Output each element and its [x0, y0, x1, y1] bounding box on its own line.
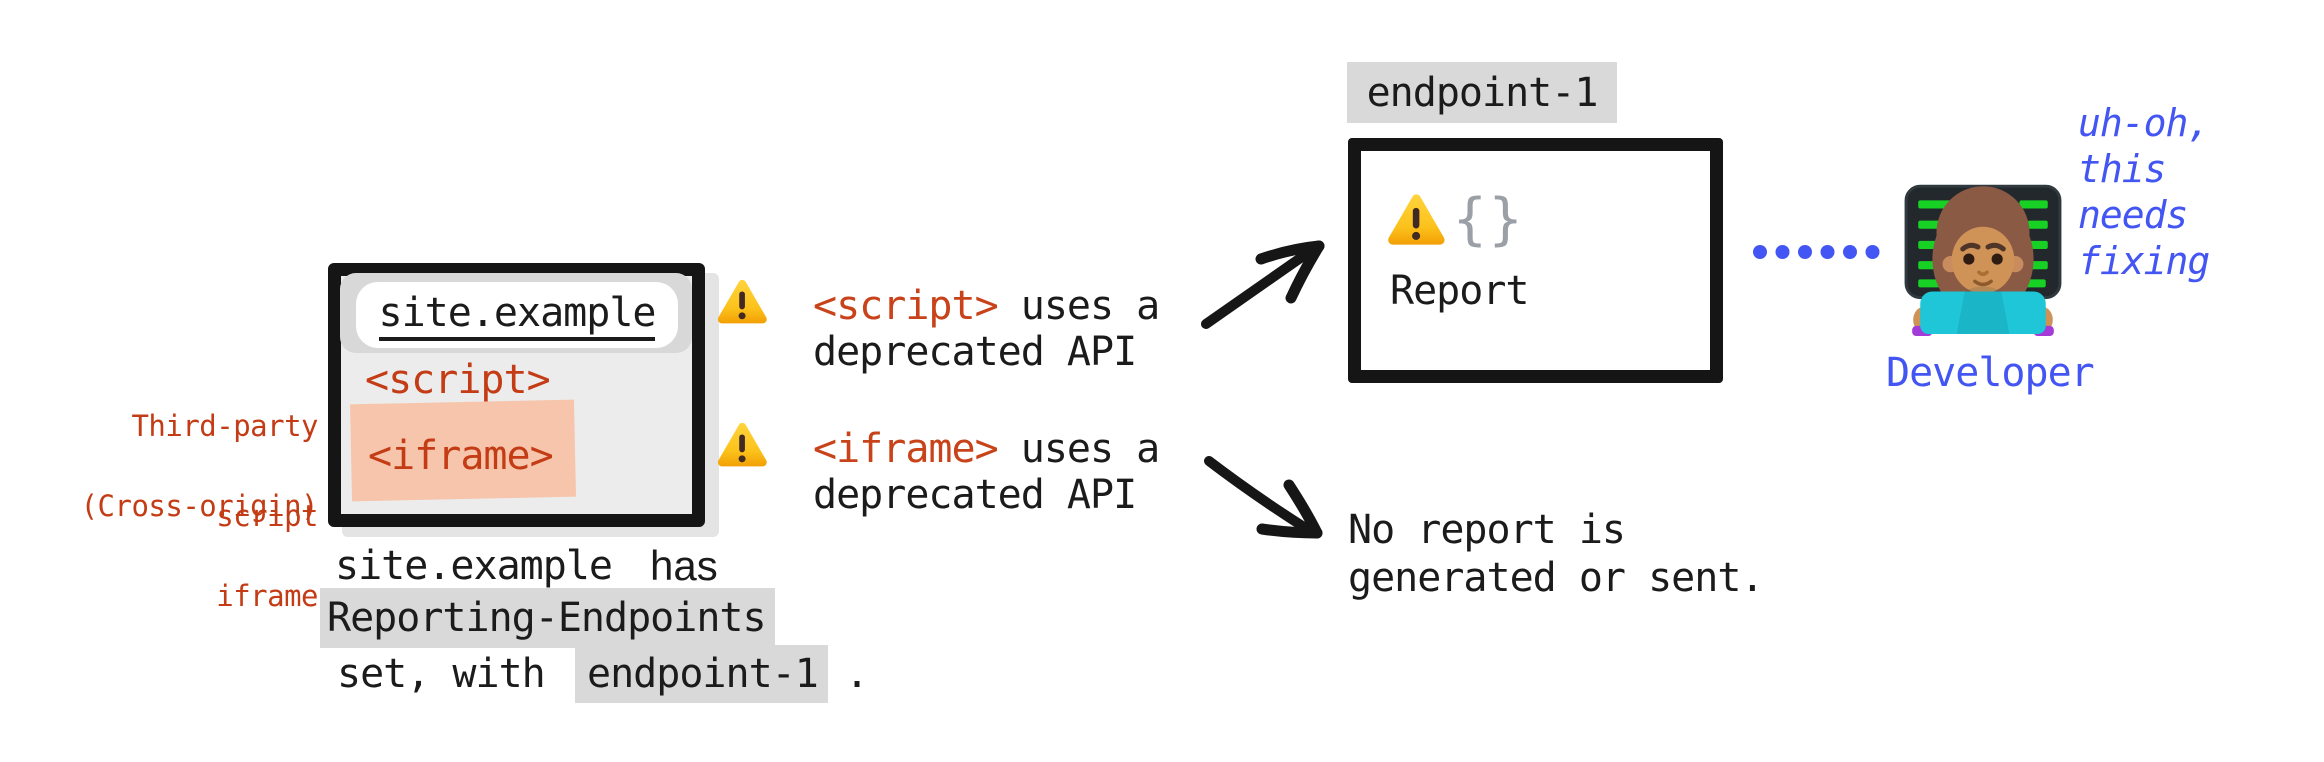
address-bar: site.example — [356, 282, 678, 348]
caption-line1: site.example — [335, 543, 613, 594]
caption-endpoint1-highlight: endpoint-1 — [575, 645, 828, 703]
developer-thought-line2: this — [2078, 147, 2167, 191]
third-party-script-label-line1: Third-party — [131, 409, 318, 443]
warning-triangle-icon — [717, 279, 767, 324]
caption-line3-pre: set, with — [337, 651, 546, 697]
report-braces-icon: {} — [1453, 187, 1525, 252]
warning-2-text: <iframe> uses a deprecated API — [813, 426, 1160, 518]
developer-thought-line4: fixing — [2078, 239, 2210, 283]
endpoint-box — [1348, 138, 1723, 383]
caption-reporting-endpoints: Reporting-Endpoints — [327, 595, 767, 641]
warning-1-line1: <script> uses a — [813, 283, 1160, 329]
endpoint-label-highlight: endpoint-1 — [1347, 62, 1617, 123]
caption-line1-rest: has — [650, 542, 718, 589]
developer-thought-line1: uh-oh, — [2078, 101, 2210, 145]
report-label: Report — [1390, 268, 1529, 314]
developer-label: Developer — [1886, 350, 2095, 396]
warning-2-line1: <iframe> uses a — [813, 426, 1160, 472]
warning-1-suffix: uses a — [997, 283, 1160, 329]
third-party-script-label-line2: script — [216, 499, 318, 533]
arrow-to-no-report — [1204, 456, 1323, 539]
arrow-to-endpoint — [1201, 240, 1325, 329]
warning-1-text: <script> uses a deprecated API — [813, 283, 1160, 375]
script-tag-text: <script> — [365, 357, 551, 403]
cross-origin-iframe-label: (Cross-origin) iframe — [60, 431, 319, 671]
iframe-tag-text: <iframe> — [368, 433, 554, 479]
warning-1-line2: deprecated API — [813, 329, 1137, 375]
no-report-line1: No report is — [1348, 507, 1626, 553]
cross-origin-iframe-label-line2: iframe — [216, 579, 318, 613]
third-party-script-label: Third-party script — [60, 351, 318, 591]
warning-triangle-icon — [1388, 194, 1445, 245]
warning-2-suffix: uses a — [997, 426, 1160, 472]
caption-endpoint1: endpoint-1 — [587, 651, 819, 697]
warning-2-line2: deprecated API — [813, 472, 1137, 518]
developer-thought: uh-oh, this needs fixing — [2078, 100, 2210, 284]
no-report-note: No report is generated or sent. — [1348, 506, 1764, 602]
warning-2-tag: <iframe> — [813, 426, 999, 472]
caption-line2-highlight: Reporting-Endpoints — [320, 588, 775, 648]
endpoint-label: endpoint-1 — [1366, 69, 1599, 116]
blue-dotted-line-icon — [1753, 245, 1880, 259]
address-bar-url: site.example — [378, 290, 656, 341]
caption-line3-period: . — [845, 651, 869, 697]
warning-1-tag: <script> — [813, 283, 999, 329]
cross-origin-iframe-label-line1: (Cross-origin) — [80, 489, 319, 523]
no-report-line2: generated or sent. — [1348, 555, 1764, 601]
developer-thought-line3: needs — [2078, 193, 2188, 237]
warning-triangle-icon — [717, 422, 767, 467]
caption-site-example: site.example — [335, 543, 613, 594]
woman-technologist-icon — [1904, 184, 2062, 336]
